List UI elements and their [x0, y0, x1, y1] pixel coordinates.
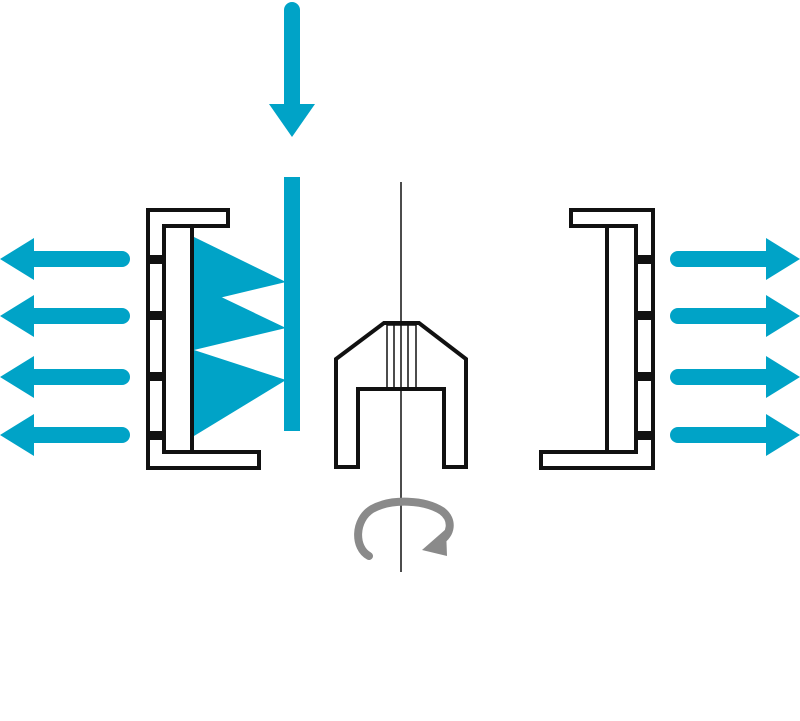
- feed-arrow-icon: [269, 2, 315, 137]
- arrow-left-icon: [0, 356, 130, 398]
- arrow-right-icon: [670, 238, 800, 280]
- left-housing: [146, 208, 261, 470]
- central-holder: [334, 321, 468, 469]
- spray-cone: [194, 237, 286, 304]
- right-vent-slots: [636, 255, 653, 440]
- rotation-arrow-icon: [354, 497, 454, 560]
- spray-cone: [194, 284, 286, 350]
- right-housing: [539, 208, 655, 470]
- feed-plate: [284, 177, 300, 431]
- arrow-right-icon: [670, 356, 800, 398]
- arrow-left-icon: [0, 295, 130, 337]
- exhaust-arrows-left: [0, 238, 130, 456]
- spray-cone: [194, 350, 286, 436]
- arrow-left-icon: [0, 414, 130, 456]
- arrow-right-icon: [670, 295, 800, 337]
- exhaust-arrows-right: [670, 238, 800, 456]
- arrow-right-icon: [670, 414, 800, 456]
- spray-cones: [194, 237, 286, 436]
- left-vent-slots: [148, 255, 164, 440]
- arrow-left-icon: [0, 238, 130, 280]
